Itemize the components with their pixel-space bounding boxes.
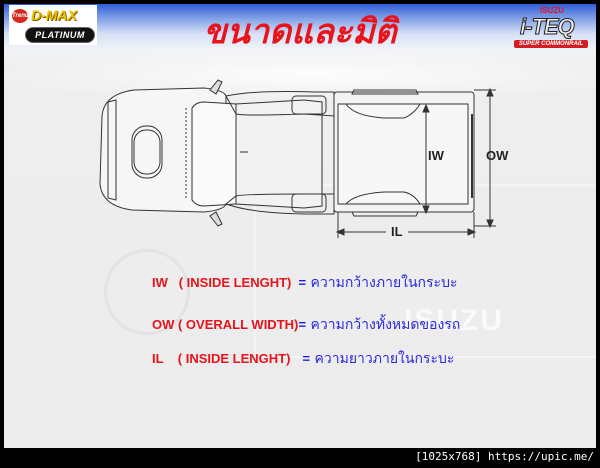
slide-title: ขนาดและมิติ xyxy=(203,13,397,51)
legend-row-iw: IW ( INSIDE LENGHT) = ความกว้างภายในกระบ… xyxy=(152,272,457,294)
slide: ISUZU Trendy D-MAX PLATINUM ขนาดและมิติ … xyxy=(4,4,596,448)
background-swoosh xyxy=(4,44,596,104)
background-headlamp xyxy=(104,249,190,335)
trendy-badge: Trendy xyxy=(12,9,32,23)
legend-description: ความกว้างทั้งหมดของรถ xyxy=(310,317,461,333)
truck-top-view-diagram xyxy=(99,79,496,238)
legend-equals: = xyxy=(298,275,307,290)
legend-row-il: IL ( INSIDE LENGHT) = ความยาวภายในกระบะ xyxy=(152,348,454,370)
image-footer-bar: [1025x768] https://upic.me/ xyxy=(0,448,600,468)
background-watermark: ISUZU xyxy=(404,304,504,337)
image-source-caption: [1025x768] https://upic.me/ xyxy=(415,450,594,463)
dmax-platinum-logo: Trendy D-MAX PLATINUM xyxy=(9,5,97,45)
legend-description: ความกว้างภายในกระบะ xyxy=(310,275,458,291)
iw-label: IW xyxy=(428,148,444,163)
legend-equals: = xyxy=(302,351,311,366)
legend-description: ความยาวภายในกระบะ xyxy=(314,351,455,367)
iteq-wordmark: i-TEQ xyxy=(520,14,576,40)
legend-equals: = xyxy=(298,317,307,332)
legend-row-ow: OW ( OVERALL WIDTH) = ความกว้างทั้งหมดขอ… xyxy=(152,314,460,336)
il-label: IL xyxy=(391,224,403,239)
iteq-logo: ISUZU i-TEQ SUPER COMMONRAIL xyxy=(500,6,592,52)
platinum-wordmark: PLATINUM xyxy=(25,27,95,43)
legend-code: IW ( INSIDE LENGHT) xyxy=(152,275,292,290)
dmax-wordmark: D-MAX xyxy=(31,7,77,23)
super-commonrail-tag: SUPER COMMONRAIL xyxy=(514,40,588,48)
isuzu-wordmark: ISUZU xyxy=(540,6,564,15)
ow-label: OW xyxy=(486,148,509,163)
legend-code: IL ( INSIDE LENGHT) xyxy=(152,351,291,366)
legend-code: OW ( OVERALL WIDTH) xyxy=(152,317,299,332)
